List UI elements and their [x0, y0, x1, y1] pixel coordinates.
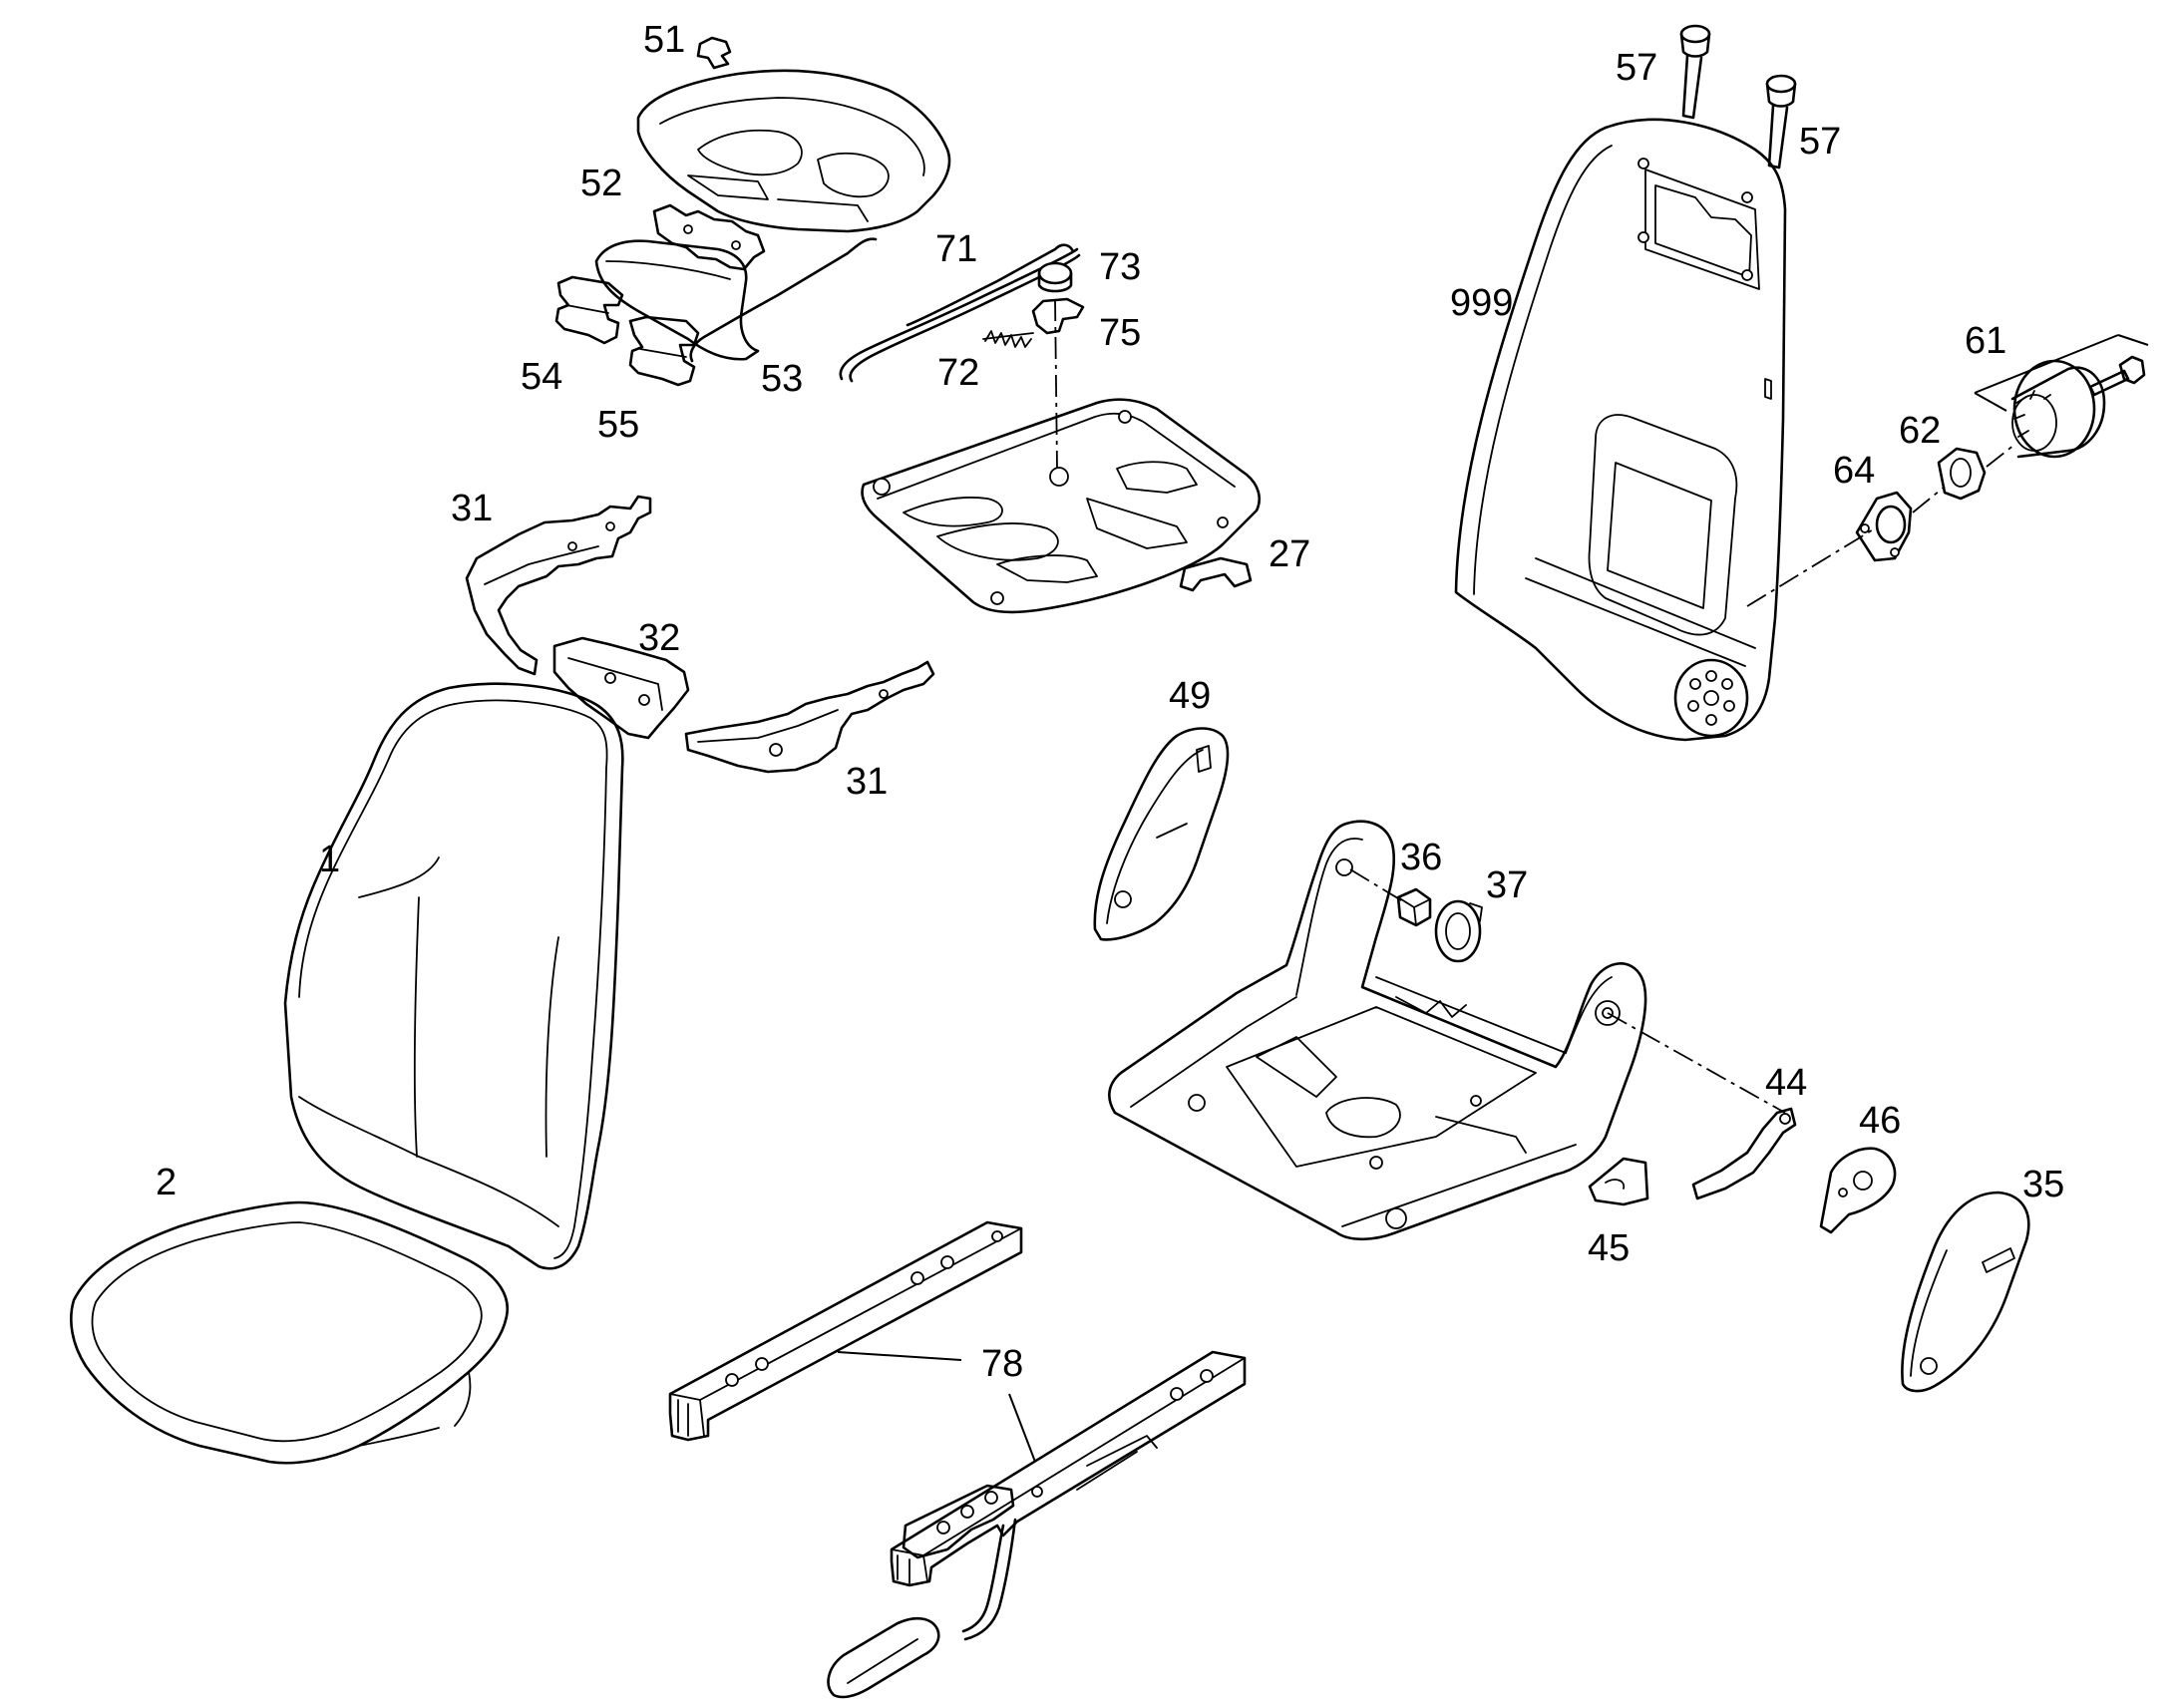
- part-999-seat-back: [1454, 118, 1787, 742]
- callout-46: 46: [1859, 1100, 1901, 1142]
- part-75-clip: [1031, 297, 1085, 335]
- callout-62: 62: [1899, 410, 1941, 452]
- axis-73-pan: [1054, 298, 1058, 470]
- part-1-back-cover: [283, 682, 624, 1270]
- part-64-bracket: [1855, 491, 1913, 562]
- part-72-spring: [982, 330, 1034, 348]
- callout-61: 61: [1965, 320, 2006, 362]
- part-31-rail-upper: [465, 495, 652, 676]
- part-44-lever: [1691, 1107, 1797, 1200]
- callout-37: 37: [1486, 864, 1528, 906]
- part-61-bolt: [2088, 355, 2146, 397]
- callout-57-left: 57: [1616, 47, 1657, 89]
- part-55-strip: [628, 315, 700, 387]
- callout-32: 32: [638, 617, 680, 659]
- part-53-foam-block: [594, 239, 760, 361]
- callout-35: 35: [2022, 1164, 2064, 1205]
- callout-31-upper: 31: [451, 488, 493, 529]
- callout-36: 36: [1400, 837, 1442, 878]
- callout-57-right: 57: [1799, 121, 1841, 163]
- callout-78: 78: [981, 1343, 1023, 1385]
- part-52-bracket: [652, 203, 766, 271]
- callout-55: 55: [597, 404, 639, 446]
- callout-73: 73: [1099, 246, 1141, 288]
- leader-61: [1974, 334, 2149, 412]
- axis-36-37: [1349, 868, 1407, 904]
- part-2-seat-cover: [70, 1200, 510, 1465]
- part-57-pin-right: [1765, 74, 1797, 170]
- part-61-handwheel: [2010, 359, 2106, 459]
- callout-71: 71: [935, 228, 977, 270]
- callout-52: 52: [580, 163, 622, 204]
- part-54-strip: [554, 275, 624, 345]
- callout-999: 999: [1450, 282, 1513, 324]
- callout-64: 64: [1833, 450, 1875, 492]
- seat-frame: [1108, 820, 1647, 1241]
- part-36-block: [1396, 887, 1432, 927]
- callout-72: 72: [937, 352, 979, 394]
- leader-78-upper: [837, 1351, 962, 1361]
- part-49-side-trim: [1093, 727, 1230, 941]
- callout-75: 75: [1099, 312, 1141, 354]
- seat-pad-upper: [636, 69, 951, 233]
- axis-mechanism: [1746, 444, 2015, 607]
- callout-27: 27: [1269, 533, 1310, 575]
- callout-49: 49: [1169, 675, 1211, 717]
- callout-44: 44: [1765, 1062, 1807, 1104]
- leader-78-lower: [1008, 1393, 1036, 1463]
- part-35-side-trim: [1901, 1191, 2030, 1393]
- callout-51: 51: [643, 19, 685, 61]
- callout-53: 53: [761, 358, 803, 400]
- part-73-knob: [1037, 261, 1073, 293]
- axis-frame-44: [1607, 1012, 1786, 1114]
- part-78-rail-upper: [668, 1220, 1023, 1442]
- part-31-rail-lower: [684, 660, 935, 774]
- part-27-clip: [1179, 556, 1253, 592]
- part-71-rod: [689, 237, 1081, 383]
- callout-31-lower: 31: [846, 761, 888, 803]
- part-46-plate: [1819, 1147, 1897, 1234]
- part-45-wedge: [1588, 1157, 1649, 1206]
- part-62-nut: [1937, 447, 1987, 501]
- seat-pan: [861, 398, 1261, 614]
- part-37-disc: [1434, 899, 1483, 963]
- part-57-pin-left: [1679, 24, 1711, 120]
- callout-1: 1: [319, 839, 340, 880]
- callout-45: 45: [1588, 1227, 1630, 1269]
- callout-54: 54: [521, 356, 562, 398]
- part-51-clip: [696, 36, 732, 70]
- callout-2: 2: [156, 1162, 177, 1203]
- part-78-handle: [827, 1484, 1017, 1699]
